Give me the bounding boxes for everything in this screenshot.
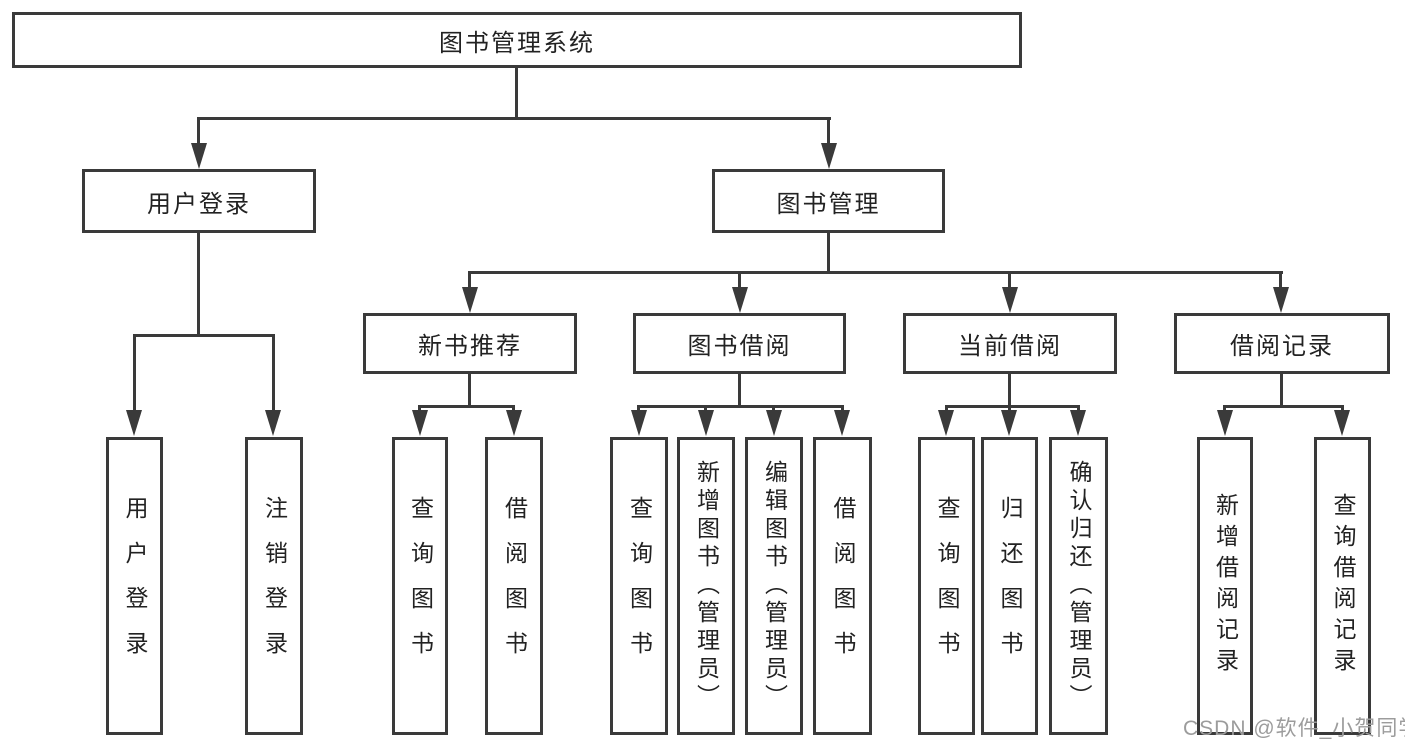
leaf-confirm-return-admin: 确认归还（管理员）: [1049, 437, 1108, 735]
connector-stem: [468, 271, 471, 291]
leaf-borrow-books: 借阅图书: [813, 437, 872, 735]
arrow-down-icon: [631, 410, 647, 436]
connector-stem: [827, 117, 830, 147]
node-user-login: 用户登录: [82, 169, 316, 233]
leaf-label: 新增借阅记录: [1212, 493, 1239, 679]
connector-trunk: [468, 374, 471, 408]
arrow-down-icon: [1001, 410, 1017, 436]
leaf-query-borrow-record: 查询借阅记录: [1314, 437, 1371, 735]
node-label: 借阅记录: [1230, 333, 1334, 360]
node-new-book-recommendation: 新书推荐: [363, 313, 577, 374]
leaf-label: 查询图书: [934, 496, 960, 676]
node-book-borrowing: 图书借阅: [633, 313, 846, 374]
leaf-label: 借阅图书: [501, 496, 528, 676]
leaf-return-books: 归还图书: [981, 437, 1038, 735]
leaf-user-login: 用户登录: [106, 437, 163, 735]
arrow-down-icon: [412, 410, 428, 436]
leaf-label: 查询图书: [407, 496, 434, 676]
connector-distributor: [133, 334, 275, 337]
leaf-label: 确认归还（管理员）: [1066, 460, 1092, 712]
connector-distributor: [418, 405, 515, 408]
csdn-watermark: CSDN @软件_小贺同学: [1183, 717, 1405, 740]
arrow-down-icon: [1217, 410, 1233, 436]
connector-stem: [133, 334, 136, 414]
arrow-down-icon: [265, 410, 281, 436]
connector-distributor: [637, 405, 844, 408]
connector-stem: [272, 334, 275, 414]
node-label: 图书管理: [776, 190, 881, 218]
arrow-down-icon: [126, 410, 142, 436]
node-label: 新书推荐: [418, 333, 522, 360]
arrow-down-icon: [1273, 287, 1289, 313]
leaf-label: 用户登录: [122, 496, 148, 676]
leaf-label: 归还图书: [997, 496, 1023, 676]
connector-distributor: [1223, 405, 1344, 408]
connector-root-distributor: [197, 117, 831, 120]
leaf-query-books-current: 查询图书: [918, 437, 975, 735]
node-book-management: 图书管理: [712, 169, 945, 233]
connector-trunk: [1280, 374, 1283, 408]
leaf-query-books-borrow: 查询图书: [610, 437, 668, 735]
arrow-down-icon: [506, 410, 522, 436]
leaf-query-books-recommend: 查询图书: [392, 437, 448, 735]
node-borrowing-records: 借阅记录: [1174, 313, 1390, 374]
arrow-down-icon: [766, 410, 782, 436]
leaf-label: 注销登录: [261, 496, 288, 676]
arrow-down-icon: [462, 287, 478, 313]
node-current-borrowing: 当前借阅: [903, 313, 1117, 374]
connector-trunk: [827, 233, 830, 273]
connector-distributor: [469, 271, 1283, 274]
node-library-management-system: 图书管理系统: [12, 12, 1022, 68]
connector-stem: [197, 117, 200, 147]
arrow-down-icon: [191, 143, 207, 169]
leaf-label: 查询图书: [626, 496, 653, 676]
arrow-down-icon: [834, 410, 850, 436]
node-label: 用户登录: [147, 190, 251, 218]
arrow-down-icon: [938, 410, 954, 436]
arrow-down-icon: [821, 143, 837, 169]
leaf-label: 查询借阅记录: [1330, 493, 1356, 679]
arrow-down-icon: [732, 287, 748, 313]
connector-trunk: [1008, 374, 1011, 408]
node-label: 图书借阅: [687, 333, 792, 360]
node-label: 当前借阅: [958, 333, 1062, 360]
arrow-down-icon: [1002, 287, 1018, 313]
connector-stem: [738, 271, 741, 291]
leaf-edit-books-admin: 编辑图书（管理员）: [745, 437, 803, 735]
leaf-borrow-books-recommend: 借阅图书: [485, 437, 543, 735]
leaf-add-books-admin: 新增图书（管理员）: [677, 437, 735, 735]
leaf-label: 借阅图书: [830, 496, 856, 676]
connector-distributor: [945, 405, 1080, 408]
connector-trunk: [197, 233, 200, 337]
leaf-label: 编辑图书（管理员）: [761, 460, 788, 712]
arrow-down-icon: [1070, 410, 1086, 436]
leaf-logout: 注销登录: [245, 437, 303, 735]
connector-root-trunk: [515, 68, 518, 118]
connector-trunk: [738, 374, 741, 408]
leaf-label: 新增图书（管理员）: [693, 460, 720, 712]
leaf-add-borrow-record: 新增借阅记录: [1197, 437, 1253, 735]
arrow-down-icon: [1334, 410, 1350, 436]
node-label: 图书管理系统: [439, 29, 595, 57]
connector-stem: [1279, 271, 1282, 291]
arrow-down-icon: [698, 410, 714, 436]
connector-stem: [1008, 271, 1011, 291]
